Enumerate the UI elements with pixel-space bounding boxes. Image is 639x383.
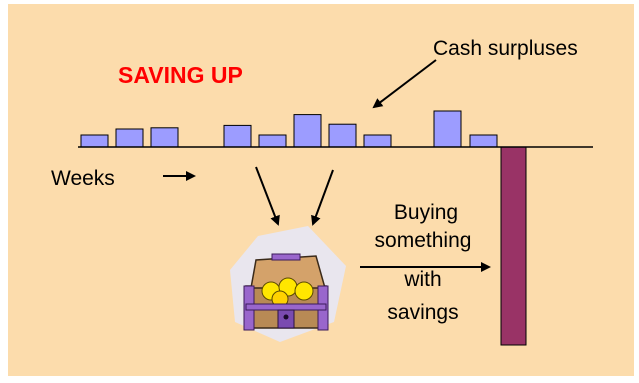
surplus-bar (294, 115, 321, 147)
savings-arrow-left (256, 167, 278, 224)
surplus-bar (434, 111, 461, 147)
weeks-label: Weeks (51, 167, 115, 191)
page-title: SAVING UP (118, 62, 243, 89)
buying-label-line4: savings (368, 301, 478, 325)
surplus-bar (116, 129, 143, 147)
surplus-bar (81, 135, 108, 147)
buying-label-line3: with (368, 268, 478, 292)
surplus-bar (364, 135, 391, 147)
cash-surpluses-label: Cash surpluses (433, 37, 578, 61)
buying-label-line1: Buying (376, 201, 476, 225)
purchase-bar (501, 147, 526, 345)
surplus-bar (470, 135, 497, 147)
treasure-chest-icon (230, 226, 346, 342)
surplus-bar (259, 135, 286, 147)
savings-arrow-right (313, 170, 333, 224)
slide: SAVING UP Cash surpluses Weeks Buying so… (8, 4, 634, 376)
surplus-arrow (374, 60, 436, 107)
surplus-bar (151, 128, 178, 147)
surplus-bar (224, 125, 251, 147)
surplus-bar (329, 124, 356, 147)
buying-label-line2: something (358, 229, 488, 253)
